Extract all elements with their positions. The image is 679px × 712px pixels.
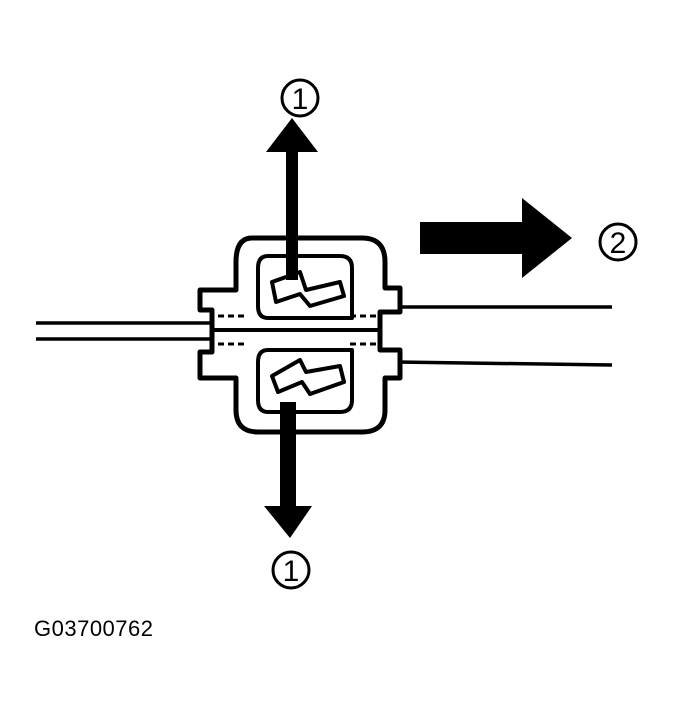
connector-body (197, 235, 403, 435)
inner-lock-bottom (256, 348, 354, 414)
arrow-right (420, 198, 572, 278)
figure-id: G03700762 (34, 616, 154, 641)
callout-label: 1 (283, 555, 300, 588)
callout-circle (598, 222, 638, 262)
callout-circle (271, 550, 311, 590)
wire-lines (36, 305, 613, 367)
callouts: 1 2 1 (271, 78, 638, 590)
callout-1-top: 1 (280, 78, 320, 118)
callout-label: 1 (292, 83, 309, 116)
wire-right-bottom (395, 360, 613, 367)
callout-circle (280, 78, 320, 118)
callout-2: 2 (598, 222, 638, 262)
retainer-clip-bottom (270, 358, 346, 396)
callout-1-bottom: 1 (271, 550, 311, 590)
arrow-down (264, 402, 312, 538)
retainer-clips (270, 270, 346, 396)
arrow-up (266, 118, 318, 280)
retainer-clip-top (270, 270, 346, 308)
arrows (264, 118, 572, 538)
callout-label: 2 (610, 227, 627, 260)
